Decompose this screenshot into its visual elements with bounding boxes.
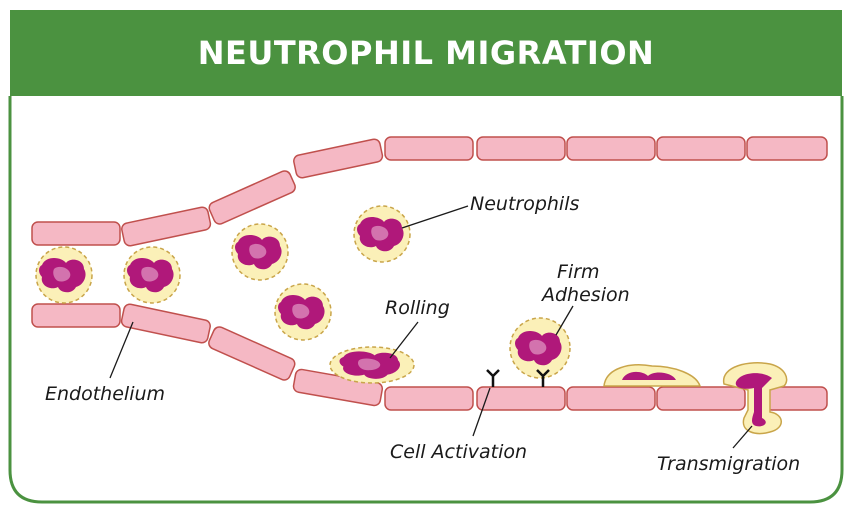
upper-endothelium xyxy=(32,137,827,247)
neutrophil xyxy=(36,247,92,303)
endothelial-cell xyxy=(385,137,473,160)
endothelial-cell xyxy=(120,303,211,344)
endothelial-cell xyxy=(121,206,212,247)
endothelial-cell xyxy=(32,304,120,327)
label-cell-activation: Cell Activation xyxy=(390,441,527,463)
endothelial-cell xyxy=(207,169,297,226)
receptor-icon xyxy=(487,370,499,387)
neutrophil xyxy=(232,224,288,280)
label-firm-adhesion-line1: Firm xyxy=(557,261,600,283)
endothelial-cell xyxy=(385,387,473,410)
endothelial-cell xyxy=(747,137,827,160)
endothelial-cell xyxy=(766,387,827,410)
endothelial-cell xyxy=(657,387,745,410)
endothelial-cell xyxy=(293,138,384,179)
endothelial-cell xyxy=(567,137,655,160)
label-endothelium: Endothelium xyxy=(45,383,165,405)
neutrophil xyxy=(124,247,180,303)
label-transmigration: Transmigration xyxy=(657,453,800,475)
leader-line-neutrophils xyxy=(402,206,468,228)
endothelial-cell xyxy=(477,137,565,160)
label-neutrophils: Neutrophils xyxy=(470,193,579,215)
label-rolling: Rolling xyxy=(385,297,450,319)
endothelial-cell xyxy=(567,387,655,410)
endothelial-cell xyxy=(32,222,120,245)
label-firm-adhesion-line2: Adhesion xyxy=(540,284,630,306)
leader-line-rolling xyxy=(390,322,418,358)
spreading-neutrophil xyxy=(604,365,700,386)
endothelial-cell xyxy=(207,325,297,382)
endothelial-cell xyxy=(477,387,565,410)
endothelial-cell xyxy=(657,137,745,160)
neutrophil xyxy=(275,284,331,340)
leader-line-endothelium xyxy=(110,322,133,378)
neutrophil xyxy=(354,206,410,262)
leader-line-transmigration xyxy=(733,426,752,448)
rolling-neutrophil xyxy=(330,347,414,383)
